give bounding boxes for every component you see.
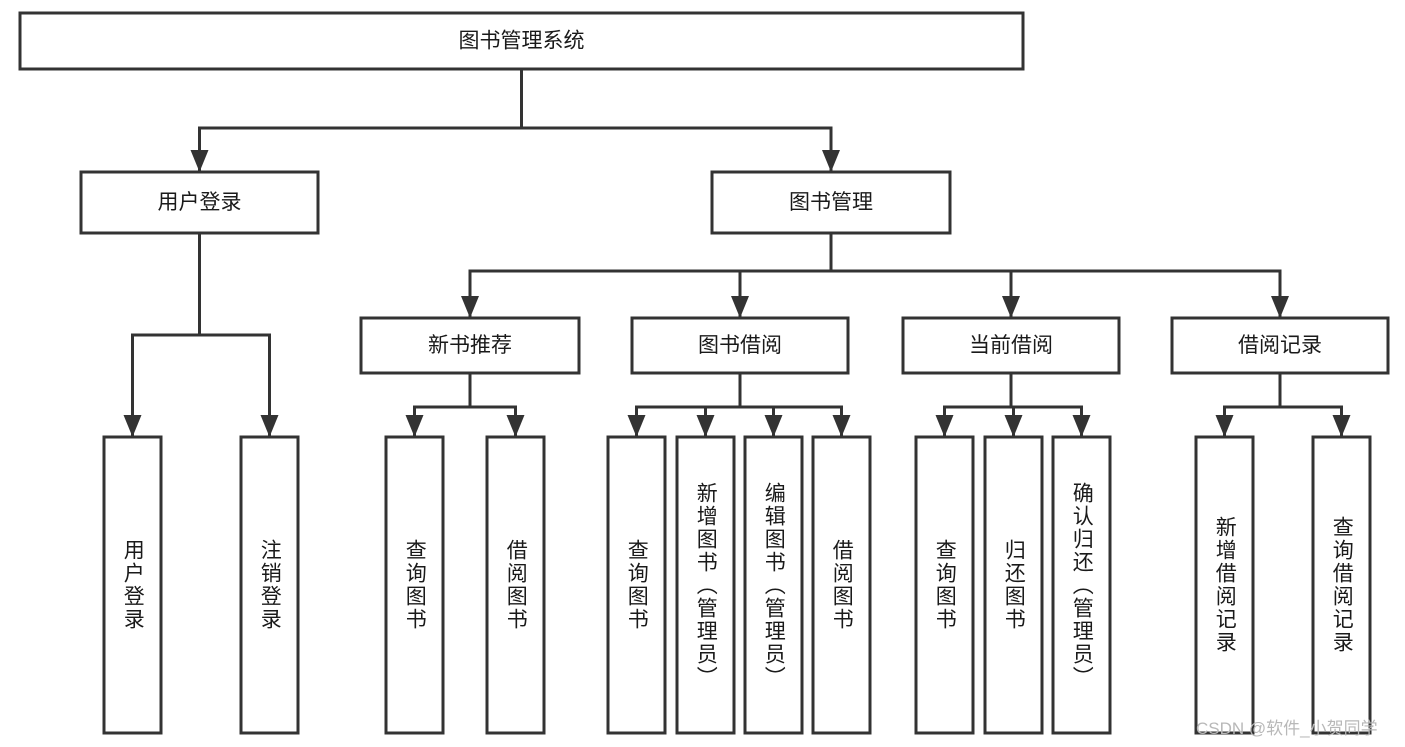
- arrow-head-leaf-return-book: [1004, 415, 1023, 437]
- arrow-head-borrow-record: [1271, 296, 1289, 318]
- arrow-head-leaf-add-borrow-record: [1215, 415, 1234, 437]
- node-box-book-borrow: [630, 316, 850, 375]
- node-label-book-management: 图书管理: [789, 191, 873, 214]
- node-box-leaf-edit-book-admin: [743, 435, 804, 735]
- node-box-leaf-add-book-admin: [675, 435, 736, 735]
- node-box-leaf-logout-login: [239, 435, 300, 735]
- node-box-book-management: [710, 170, 952, 235]
- node-box-leaf-user-login: [102, 435, 163, 735]
- node-box-leaf-borrow-book-recommend: [485, 435, 546, 735]
- arrow-head-leaf-query-book-current: [935, 415, 954, 437]
- node-label-book-borrow: 图书借阅: [698, 334, 782, 357]
- node-label-user-login: 用户登录: [158, 191, 242, 214]
- arrow-head-leaf-query-book-borrow: [627, 415, 646, 437]
- node-box-leaf-query-book-borrow: [606, 435, 667, 735]
- node-box-new-book-recommend: [359, 316, 581, 375]
- node-box-current-borrow: [901, 316, 1121, 375]
- arrow-head-book-management: [822, 150, 840, 172]
- arrow-head-book-borrow: [731, 296, 749, 318]
- node-label-borrow-record: 借阅记录: [1238, 334, 1322, 357]
- arrow-head-leaf-logout-login: [260, 415, 279, 437]
- arrow-head-leaf-query-borrow-record: [1332, 415, 1351, 437]
- node-box-leaf-borrow-book: [811, 435, 872, 735]
- arrow-head-new-book-recommend: [461, 296, 479, 318]
- watermark-text: CSDN @软件_小贺同学: [1196, 719, 1378, 738]
- arrow-head-leaf-borrow-book-recommend: [506, 415, 525, 437]
- node-box-root: [18, 11, 1025, 71]
- node-box-leaf-confirm-return-admin: [1051, 435, 1112, 735]
- node-label-current-borrow: 当前借阅: [969, 334, 1053, 357]
- node-box-leaf-query-borrow-record: [1311, 435, 1372, 735]
- arrow-head-leaf-edit-book-admin: [764, 415, 783, 437]
- arrow-head-leaf-user-login: [123, 415, 142, 437]
- node-boxes: [18, 11, 1390, 735]
- arrow-head-leaf-confirm-return-admin: [1072, 415, 1091, 437]
- arrow-head-user-login: [190, 150, 209, 172]
- arrow-head-current-borrow: [1002, 296, 1020, 318]
- node-box-leaf-query-book-current: [914, 435, 975, 735]
- arrow-head-leaf-add-book-admin: [696, 415, 715, 437]
- node-box-user-login: [79, 170, 320, 235]
- node-box-borrow-record: [1170, 316, 1390, 375]
- node-label-new-book-recommend: 新书推荐: [428, 334, 512, 357]
- connector-lines: [123, 67, 1351, 439]
- node-box-leaf-return-book: [983, 435, 1044, 735]
- node-box-leaf-add-borrow-record: [1194, 435, 1255, 735]
- arrow-head-leaf-borrow-book: [832, 415, 851, 437]
- arrow-head-leaf-query-book-recommend: [405, 415, 424, 437]
- node-label-root: 图书管理系统: [459, 30, 585, 53]
- node-box-leaf-query-book-recommend: [384, 435, 445, 735]
